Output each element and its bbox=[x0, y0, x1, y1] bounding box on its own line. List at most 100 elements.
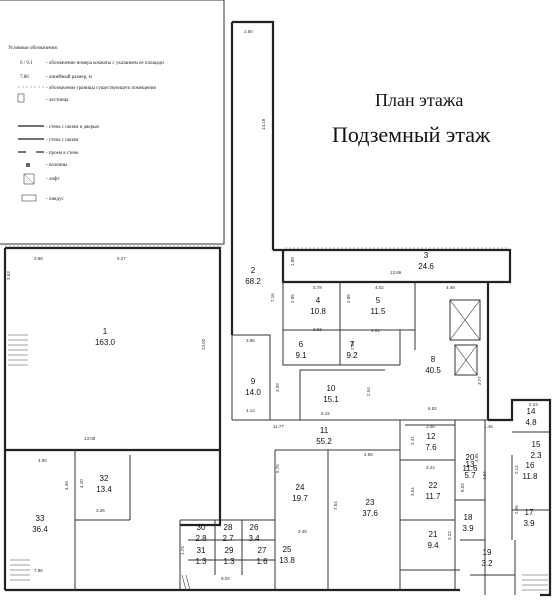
dimension-label: 3.06 bbox=[426, 424, 435, 429]
dimension-label: 5.75 bbox=[275, 464, 280, 473]
dimension-label: 1.88 bbox=[290, 257, 295, 266]
room-area: 2.3 bbox=[530, 451, 542, 460]
dimension-label: 4.02 bbox=[375, 285, 384, 290]
room-number: 32 bbox=[100, 474, 109, 483]
room-area: 15.1 bbox=[323, 395, 339, 404]
room-18: 183.9 bbox=[462, 513, 474, 533]
dimension-label: 2.23 bbox=[529, 402, 538, 407]
plan-title: План этажа bbox=[375, 90, 463, 110]
dimension-label: 8.03 bbox=[460, 483, 465, 492]
legend-item-stairs: - лестница bbox=[46, 98, 69, 103]
dimension-label: 2.96 bbox=[514, 505, 519, 514]
room-17: 173.9 bbox=[523, 508, 535, 528]
room-29: 291.3 bbox=[223, 546, 235, 566]
dimension-label: 2.80 bbox=[244, 29, 253, 34]
dimension-label: 2.54 bbox=[366, 387, 371, 396]
room-number: 33 bbox=[36, 514, 45, 523]
room-12: 127.6 bbox=[425, 432, 437, 452]
room-15: 152.3 bbox=[530, 440, 542, 460]
room-area: 11.5 bbox=[371, 307, 387, 316]
room-19: 193.2 bbox=[481, 548, 493, 568]
dimension-label: 3.88 bbox=[34, 256, 43, 261]
dimension-label: 7.86 bbox=[34, 568, 43, 573]
room-number: 23 bbox=[366, 498, 375, 507]
legend-item-wall-window: - стена с окном bbox=[46, 138, 79, 143]
room-number: 19 bbox=[483, 548, 492, 557]
dimension-label: 4.12 bbox=[246, 408, 255, 413]
legend-item-opening: - проем в стене bbox=[46, 151, 79, 156]
dimension-label: 7.16 bbox=[270, 293, 275, 302]
legend-item-wall-window-door: - стена с окном и дверью bbox=[46, 125, 99, 130]
dimension-label: 4.10 bbox=[79, 479, 84, 488]
room-3: 324.6 bbox=[418, 251, 434, 271]
room-2: 268.2 bbox=[245, 266, 261, 286]
room-number: 30 bbox=[197, 523, 206, 532]
room-number: 22 bbox=[429, 481, 438, 490]
room-number: 9 bbox=[251, 377, 256, 386]
room-number: 15 bbox=[532, 440, 541, 449]
dimension-label: 3.26 bbox=[96, 508, 105, 513]
room-number: 1 bbox=[103, 327, 108, 336]
room-4: 410.8 bbox=[310, 296, 326, 316]
room-number: 21 bbox=[429, 530, 438, 539]
room-area: 9.4 bbox=[427, 541, 439, 550]
dimension-label: 2.22 bbox=[447, 531, 452, 540]
room-number: 2 bbox=[251, 266, 256, 275]
dimension-label: 3.54 bbox=[410, 487, 415, 496]
dimension-label: 3.83 bbox=[313, 327, 322, 332]
room-number: 8 bbox=[431, 355, 436, 364]
room-area: 40.5 bbox=[425, 366, 441, 375]
dimension-label: 3.39 bbox=[275, 383, 280, 392]
legend-item-boundary: - обозначение границы существующего поме… bbox=[46, 86, 156, 91]
room-area: 5.7 bbox=[464, 471, 476, 480]
dimension-label: 9.04 bbox=[221, 576, 230, 581]
dimension-label: 2.85 bbox=[290, 294, 295, 303]
dimension-label: 5.27 bbox=[117, 256, 126, 261]
dimension-label: 4.85 bbox=[364, 452, 373, 457]
dimension-label: 3.63 bbox=[6, 271, 11, 280]
legend-heading: Условные обозначения: bbox=[8, 46, 58, 51]
room-area: 3.4 bbox=[248, 534, 260, 543]
legend-item-elevator: - лифт bbox=[46, 177, 60, 182]
room-27: 271.6 bbox=[256, 546, 268, 566]
dimension-label: 4.01 bbox=[371, 328, 380, 333]
room-31: 311.3 bbox=[195, 546, 207, 566]
legend-item-columns: - колонны bbox=[46, 163, 68, 168]
room-area: 1.3 bbox=[223, 557, 235, 566]
legend-item-room-number: - обозначение номера комнаты с указанием… bbox=[46, 61, 164, 66]
room-21: 219.4 bbox=[427, 530, 439, 550]
room-number: 18 bbox=[464, 513, 473, 522]
room-number: 14 bbox=[527, 407, 536, 416]
room-area: 55.2 bbox=[316, 437, 332, 446]
dimension-label: 3.78 bbox=[313, 285, 322, 290]
room-number: 12 bbox=[427, 432, 436, 441]
room-area: 11.6 bbox=[463, 464, 479, 473]
room-5: 511.5 bbox=[371, 296, 387, 316]
room-area: 3.9 bbox=[523, 519, 535, 528]
room-number: 3 bbox=[424, 251, 429, 260]
room-number: 27 bbox=[258, 546, 267, 555]
room-area: 2.7 bbox=[222, 534, 234, 543]
dimension-label: 2.14 bbox=[514, 465, 519, 474]
dimension-label: 4.49 bbox=[64, 481, 69, 490]
plan-subtitle: Подземный этаж bbox=[332, 122, 491, 147]
room-area: 19.7 bbox=[292, 494, 308, 503]
room-13: 135.7 bbox=[464, 460, 476, 480]
room-number: 11 bbox=[320, 426, 329, 435]
dimension-label: 11.77 bbox=[273, 424, 284, 429]
dimension-label: 13.02 bbox=[201, 338, 206, 350]
legend-symbols: 6 / 9.1 7.86 bbox=[17, 61, 44, 202]
dimension-label: 2.41 bbox=[410, 436, 415, 445]
room-area: 10.8 bbox=[310, 307, 326, 316]
room-area: 14.0 bbox=[245, 388, 261, 397]
room-area: 4.8 bbox=[525, 418, 537, 427]
dimension-label: 1.46 bbox=[484, 424, 493, 429]
